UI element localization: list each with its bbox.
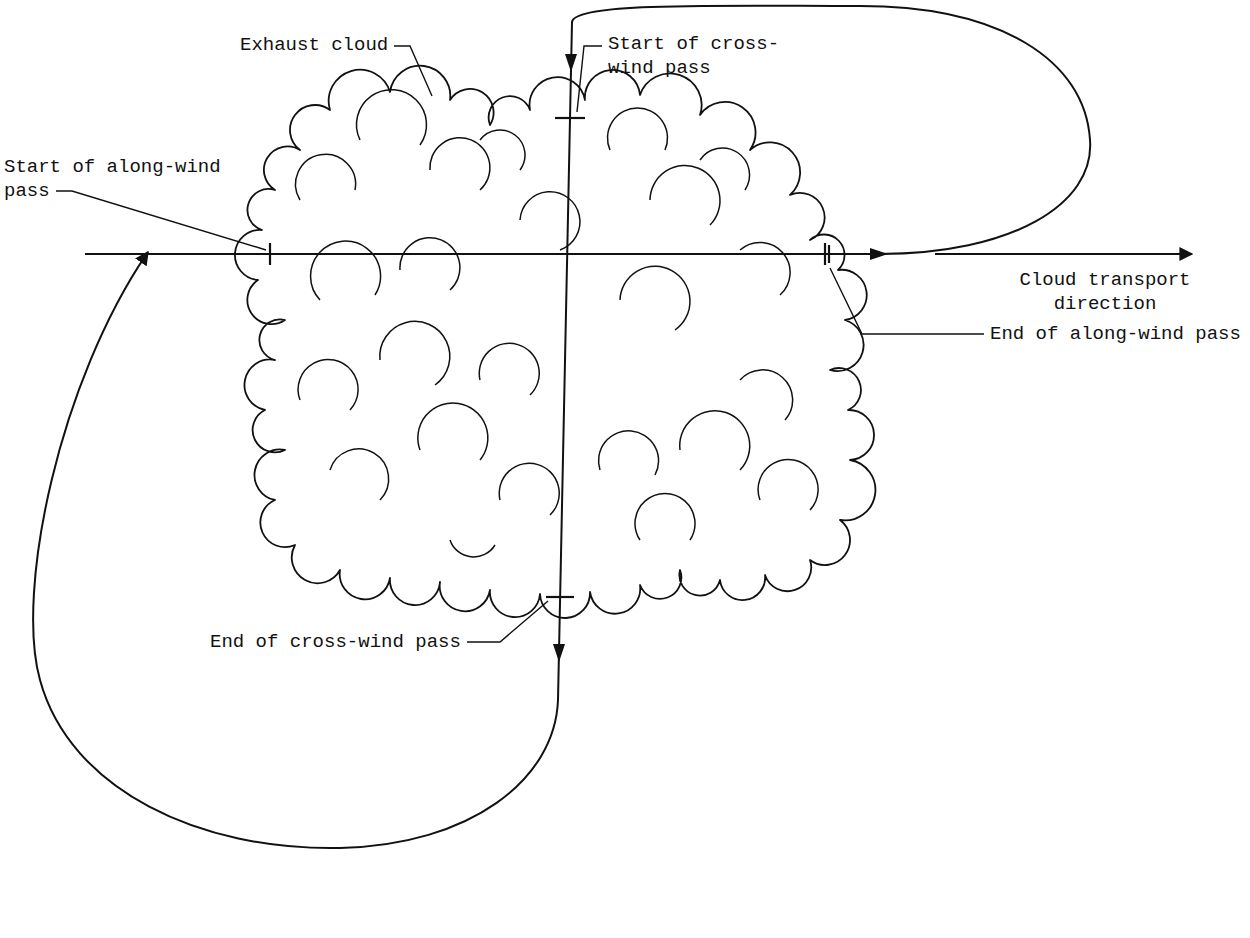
- cloud-curl: [758, 459, 818, 510]
- pass-tick: [269, 243, 271, 265]
- pass-tick: [828, 245, 830, 263]
- pass-tick: [555, 117, 585, 119]
- cloud-curl: [296, 154, 356, 200]
- leader-line: [830, 268, 984, 334]
- cloud-curl: [635, 493, 695, 540]
- cloud-curl: [480, 130, 525, 170]
- annotation-label: Start of cross-wind pass: [608, 32, 793, 80]
- cloud-curl: [430, 138, 490, 190]
- leader-line: [467, 601, 548, 642]
- cloud-curl: [599, 431, 659, 475]
- cloud-curl: [298, 359, 358, 410]
- cloud-curl: [499, 463, 559, 515]
- cloud-curls: [296, 90, 819, 557]
- cloud-curl: [607, 108, 667, 150]
- pass-ticks: [270, 118, 829, 597]
- cloud-curl: [311, 241, 381, 300]
- cloud-curl: [700, 148, 750, 190]
- cloud-curl: [450, 540, 495, 557]
- cloud-curl: [520, 192, 580, 250]
- annotation-label: End of along-wind pass: [990, 322, 1241, 346]
- annotation-label: Start of along-wind pass: [4, 155, 234, 203]
- transport-arrow: [935, 253, 1192, 255]
- cloud-curl: [418, 403, 488, 460]
- flight-path: [33, 6, 1090, 848]
- cloud-curl: [740, 370, 793, 420]
- leader-line: [577, 46, 602, 112]
- cloud-curl: [356, 90, 426, 145]
- path-arrowhead: [870, 248, 888, 260]
- cloud-curl: [650, 166, 720, 225]
- pass-tick: [546, 596, 574, 598]
- leader-line: [56, 191, 266, 250]
- annotation-label: End of cross-wind pass: [210, 630, 461, 654]
- cloud-curl: [400, 238, 460, 290]
- pass-tick: [824, 243, 826, 265]
- cloud-curl: [380, 321, 450, 385]
- annotation-label: Exhaust cloud: [240, 33, 388, 57]
- leader-lines: [56, 46, 984, 642]
- exhaust-cloud: [235, 66, 875, 618]
- cloud-curl: [740, 242, 790, 295]
- cloud-curl: [620, 266, 690, 330]
- path-arrowhead: [553, 644, 565, 662]
- cloud-curl: [479, 343, 539, 395]
- annotation-label: Cloud transport direction: [1010, 268, 1200, 316]
- cloud-curl: [330, 449, 389, 500]
- flight-path-line: [85, 6, 1090, 700]
- leader-line: [394, 46, 432, 96]
- flight-path-line: [33, 252, 558, 848]
- cloud-curl: [680, 411, 750, 470]
- path-arrowhead: [565, 54, 577, 72]
